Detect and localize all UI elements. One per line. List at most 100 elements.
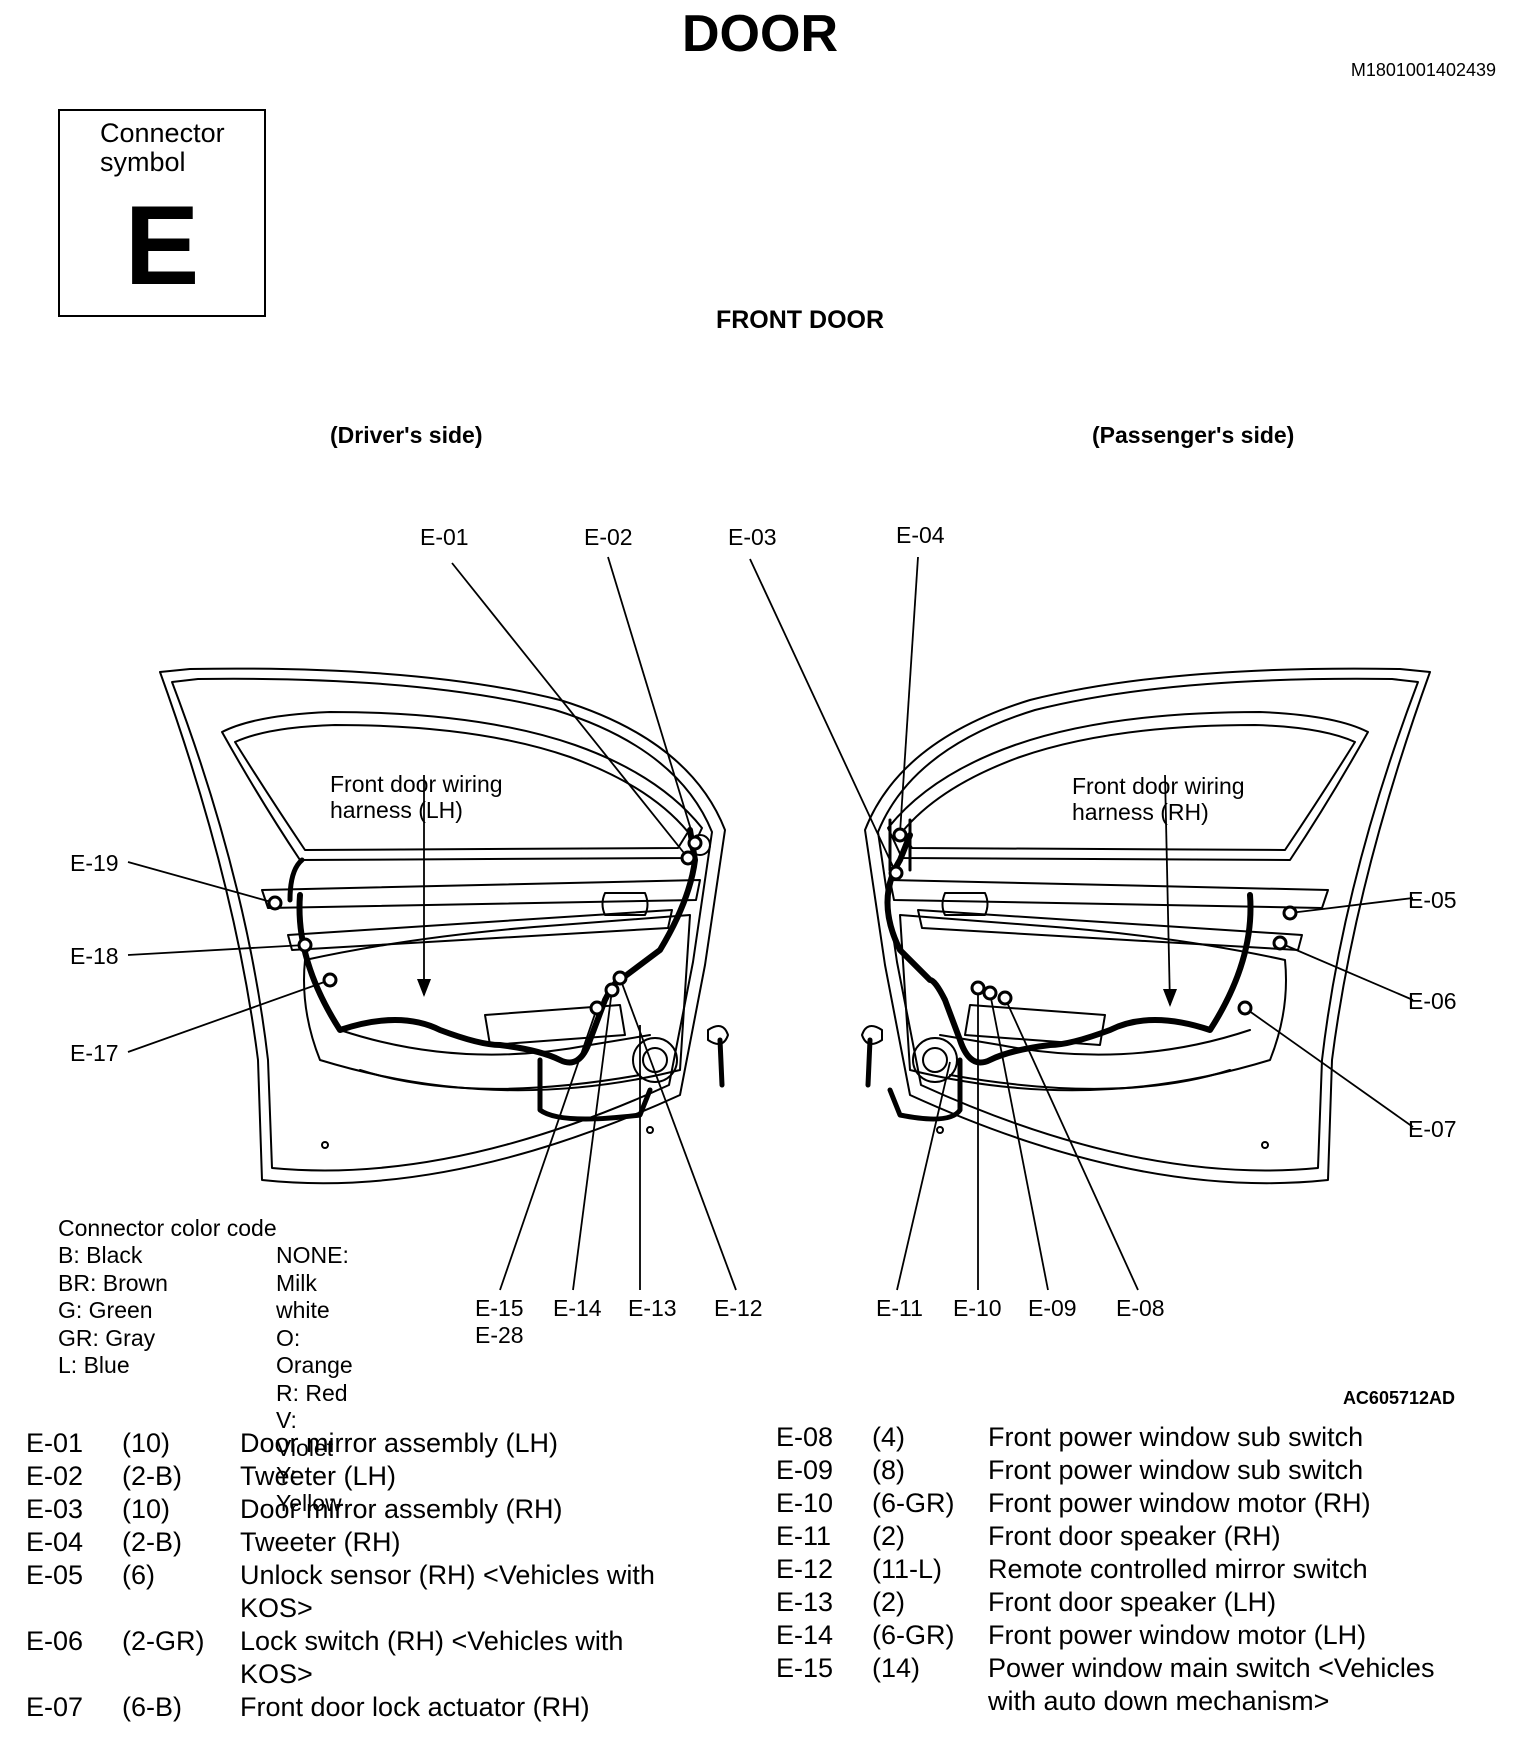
callout-e12: E-12 [714,1295,763,1321]
legend-row: E-13 (2) Front door speaker (LH) [776,1586,1458,1619]
legend-description: Front power window motor (RH) [988,1488,1371,1518]
figure-id: AC605712AD [1342,1388,1455,1408]
callout-e06: E-06 [1408,988,1457,1014]
legend-description: Front door speaker (LH) [988,1587,1277,1617]
legend-code: E-04 [26,1527,84,1557]
legend-row: E-09(8)Front power window sub switch [776,1454,1458,1487]
color-code-item: L: Blue [58,1352,130,1378]
lh-harness-label-line1: Front door wiring [330,771,503,797]
legend-description: Front power window sub switch [988,1422,1364,1452]
legend-row: E-04 (2-B) Tweeter (RH) [26,1526,680,1559]
document-id: M1801001402439 [1350,60,1496,80]
callout-e13: E-13 [628,1295,677,1321]
legend-pin-count: (4) [872,1422,905,1452]
legend-code: E-12 [776,1554,834,1584]
callout-e02: E-02 [584,524,633,550]
legend-code: E-15 [776,1653,834,1683]
legend-code: E-03 [26,1494,84,1524]
passenger-door-panel [861,667,1431,1185]
legend-row: E-11(2)Front door speaker (RH) [776,1520,1458,1553]
legend-description: Front door speaker (RH) [988,1521,1281,1551]
rh-harness-label-line2: harness (RH) [1072,799,1209,825]
legend-row: E-07(6-B)Front door lock actuator (RH) [26,1691,680,1724]
legend-row: E-03 (10) Door mirror assembly (RH) [26,1493,680,1526]
callout-e18: E-18 [70,943,119,969]
legend-description: Tweeter (LH) [240,1461,397,1491]
page-title: DOOR [682,5,838,63]
callout-e28: E-28 [475,1322,524,1348]
callout-e05: E-05 [1408,887,1457,913]
legend-code: E-13 [776,1587,834,1617]
color-code-item: O: Orange [276,1324,353,1379]
callout-e08: E-08 [1116,1295,1165,1321]
legend-pin-count: (2-GR) [122,1626,205,1656]
legend-pin-count: (2-B) [122,1527,182,1557]
legend-code: E-08 [776,1422,834,1452]
connector-legend-left: E-01 (10) Door mirror assembly (LH) E-02 (2-… [26,1427,680,1724]
legend-row: E-14 (6-GR) Front power window motor (LH) [776,1619,1458,1652]
legend-pin-count: (14) [872,1653,921,1683]
lh-harness-label: Front door wiring harness (LH) [330,771,503,823]
legend-code: E-02 [26,1461,84,1491]
callout-e19: E-19 [70,850,119,876]
legend-row: E-05 (6) Unlock sensor (RH) <Vehicles with… [26,1559,680,1625]
callout-e15: E-15 [475,1295,524,1321]
legend-pin-count: (8) [872,1455,905,1485]
legend-row: E-10(6-GR)Front power window motor (RH) [776,1487,1458,1520]
connector-color-code: Connector color code B: Black BR: Brown … [58,1215,353,1516]
callout-e03: E-03 [728,524,777,550]
rh-harness-label: Front door wiring harness (RH) [1072,773,1245,825]
legend-row: E-12 (11-L) Remote controlled mirror switc… [776,1553,1458,1586]
legend-row: E-02 (2-B) Tweeter (LH) [26,1460,680,1493]
rh-harness-label-line1: Front door wiring [1072,773,1245,799]
legend-pin-count: (10) [122,1494,171,1524]
legend-code: E-09 [776,1455,834,1485]
legend-description: Lock switch (RH) <Vehicles with KOS> [240,1626,624,1689]
legend-code: E-07 [26,1692,84,1722]
passenger-side-heading: (Passenger's side) [1092,422,1295,448]
color-code-item: Y: Yellow [276,1462,342,1516]
connector-symbol-label: Connector symbol [100,118,225,177]
driver-side-heading: (Driver's side) [330,422,483,448]
legend-description: Door mirror assembly (RH) [240,1494,563,1524]
legend-code: E-14 [776,1620,834,1650]
callout-e11: E-11 [876,1295,923,1321]
legend-description: Power window main switch <Vehicles with … [988,1653,1435,1716]
legend-pin-count: (6) [122,1560,155,1590]
legend-description: Door mirror assembly (LH) [240,1428,559,1458]
section-subtitle: FRONT DOOR [715,306,885,334]
legend-description: Front door lock actuator (RH) [240,1692,590,1722]
callout-e07: E-07 [1408,1116,1457,1142]
legend-pin-count: (2-B) [122,1461,182,1491]
color-code-item: V: Violet [276,1407,334,1461]
color-code-title: Connector color code [58,1215,277,1241]
legend-pin-count: (10) [122,1428,171,1458]
legend-code: E-01 [26,1428,84,1458]
connector-symbol-box: Connector symbol E [58,109,266,317]
legend-pin-count: (2) [872,1521,905,1551]
color-code-item: NONE: Milk white [276,1242,349,1323]
legend-code: E-05 [26,1560,84,1590]
lh-harness-label-line2: harness (LH) [330,797,463,823]
legend-description: Remote controlled mirror switch [988,1554,1368,1584]
legend-description: Front power window motor (LH) [988,1620,1367,1650]
color-code-item: B: Black [58,1242,143,1268]
color-code-item: G: Green [58,1297,153,1323]
callout-e17: E-17 [70,1040,119,1066]
callout-e10: E-10 [953,1295,1002,1321]
legend-code: E-10 [776,1488,834,1518]
legend-row: E-08 (4) Front power window sub switch [776,1421,1458,1454]
connector-symbol-letter: E [124,183,200,308]
color-code-right-column: NONE: Milk white O: Orange R: Red V: Vio… [276,1242,353,1517]
legend-code: E-06 [26,1626,84,1656]
legend-pin-count: (2) [872,1587,905,1617]
legend-description: Unlock sensor (RH) <Vehicles with KOS> [240,1560,655,1623]
legend-pin-count: (11-L) [872,1554,943,1584]
color-code-item: R: Red [276,1379,348,1406]
rh-harness-cable [884,832,1254,1066]
callout-e09: E-09 [1028,1295,1077,1321]
legend-description: Tweeter (RH) [240,1527,401,1557]
legend-pin-count: (6-GR) [872,1620,955,1650]
